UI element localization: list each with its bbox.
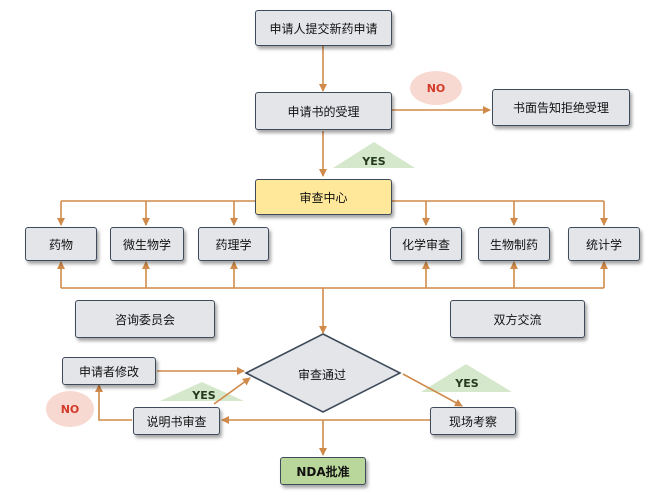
- node-accept: 申请书的受理: [255, 92, 392, 130]
- yes-triangle-left: [160, 382, 244, 401]
- no-label-left: NO: [60, 402, 80, 416]
- decision-diamond: [244, 333, 402, 413]
- yes-label-left: YES: [192, 388, 216, 402]
- no-badge-top: [410, 71, 462, 105]
- node-bilateral-exchange: 双方交流: [450, 300, 585, 338]
- yes-label-top: YES: [362, 154, 386, 168]
- node-review-center: 审查中心: [255, 179, 392, 215]
- node-site-inspection: 现场考察: [430, 407, 516, 435]
- arrow-diamond-to-site: [402, 373, 463, 407]
- node-label-review: 说明书审查: [133, 407, 220, 435]
- node-nda-approval: NDA批准: [280, 457, 366, 485]
- node-applicant-revision: 申请者修改: [62, 357, 156, 385]
- node-microbiology: 微生物学: [110, 227, 184, 261]
- arrow-no-loop-to-revision: [95, 384, 132, 421]
- node-advisory-committee: 咨询委员会: [75, 300, 215, 338]
- yes-triangle-top: [333, 142, 415, 168]
- no-badge-left: [46, 391, 94, 427]
- node-drugs: 药物: [25, 227, 97, 261]
- yes-label-right: YES: [455, 376, 479, 390]
- yes-triangle-right: [421, 364, 512, 392]
- decision-review-passed-label: 审查通过: [297, 367, 346, 382]
- node-chemistry: 化学审查: [390, 227, 462, 261]
- node-pharmacology: 药理学: [198, 227, 269, 261]
- no-label-top: NO: [426, 81, 446, 95]
- node-statistics: 统计学: [568, 227, 640, 261]
- node-submit: 申请人提交新药申请: [255, 10, 392, 46]
- arrow-label-review-to-diamond: [213, 377, 251, 405]
- node-biopharmaceutics: 生物制药: [478, 227, 550, 261]
- node-reject: 书面告知拒绝受理: [492, 89, 630, 126]
